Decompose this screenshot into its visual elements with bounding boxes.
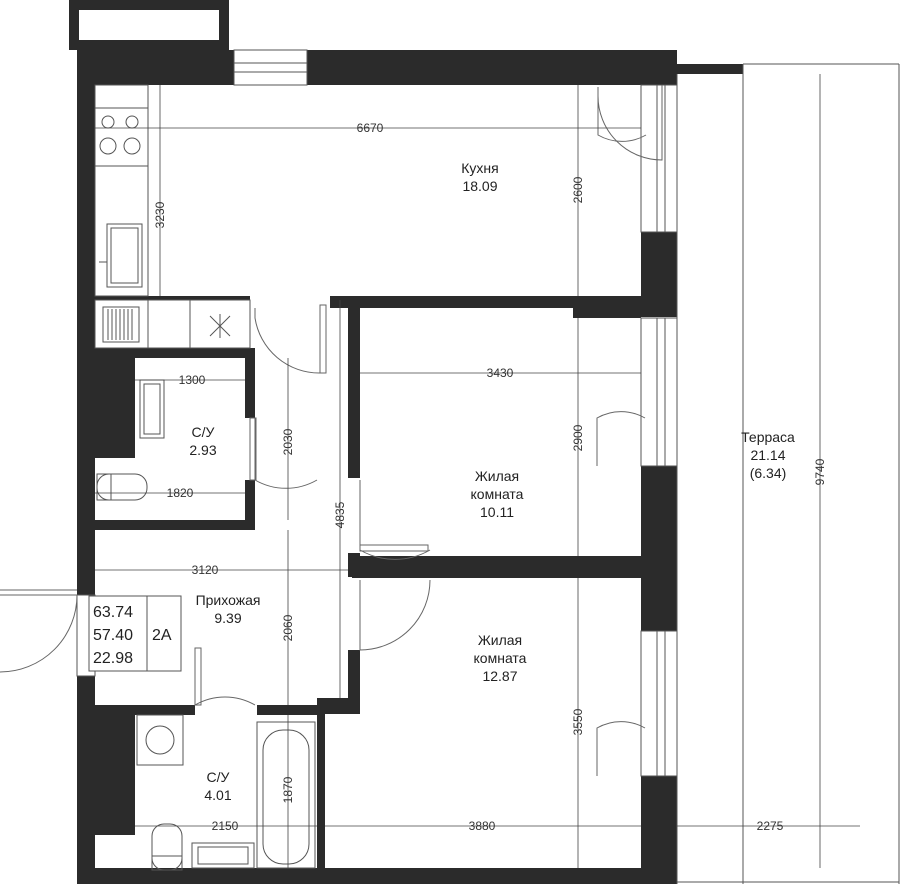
stove-burner-icon [125,115,139,129]
summary-apartment-type: 2А [152,627,172,644]
toilet-icon [151,823,183,871]
living1-name-line2: комната [471,486,524,502]
living2-name-line1: Жилая [478,632,522,648]
stove-burner-icon [123,137,141,155]
wc1-area: 2.93 [189,442,216,458]
dimension-labels: 6670 3230 2600 3430 2900 1300 1820 2030 … [153,121,827,833]
wc1-name: С/У [192,424,215,440]
dim-living2-height: 3550 [571,708,585,735]
dim-living1-height: 2900 [571,424,585,451]
summary-living-area: 57.40 [93,627,133,644]
walls [69,0,743,884]
dim-corridor-height: 2030 [281,428,295,455]
summary-total-area: 63.74 [93,604,133,621]
dim-wc2-width: 2150 [212,819,239,833]
terrace-area: 21.14 [750,447,785,463]
bathtub-icon [256,721,316,869]
living1-name-line1: Жилая [475,468,519,484]
living2-name-line2: комната [474,650,527,666]
dim-living1-width: 3430 [487,366,514,380]
dim-hall-width: 3120 [192,563,219,577]
dim-hall-height-total: 4835 [333,501,347,528]
stove-burner-icon [101,115,115,129]
living1-area: 10.11 [480,504,514,520]
room-labels: Кухня 18.09 С/У 2.93 Жилая комната 10.11… [189,160,795,803]
dim-terrace-width: 2275 [757,819,784,833]
doors [0,85,663,776]
dim-hall-lower-height: 2060 [281,614,295,641]
toilet-icon [96,473,148,501]
terrace-area-secondary: (6.34) [750,465,787,481]
ventilation-icon [209,314,231,338]
dim-wc1-top-width: 1300 [179,373,206,387]
terrace-outline [676,63,900,884]
dim-wc1-bottom-width: 1820 [167,486,194,500]
wc2-name: С/У [207,769,230,785]
summary-rooms-area: 22.98 [93,650,133,667]
wc2-area: 4.01 [204,787,231,803]
dim-kitchen-width: 6670 [357,121,384,135]
kitchen-sink-icon [106,223,143,288]
terrace-name: Терраса [741,429,795,445]
dim-kitchen-left-height: 3230 [153,201,167,228]
stove-burner-icon [99,137,117,155]
summary-box: 63.74 57.40 22.98 2А [88,595,182,672]
dim-living2-width: 3880 [469,819,496,833]
washbasin-icon [191,842,255,869]
hallway-name: Прихожая [196,592,261,608]
kitchen-fixtures [94,84,251,349]
kitchen-name: Кухня [461,160,498,176]
living2-area: 12.87 [482,668,517,684]
dimension-lines [95,74,860,868]
kitchen-area: 18.09 [462,178,497,194]
washing-machine-icon [136,714,184,766]
hallway-area: 9.39 [214,610,241,626]
dish-rack-icon [102,306,140,343]
dim-wc2-height: 1870 [281,776,295,803]
dim-kitchen-right-height: 2600 [571,176,585,203]
dim-terrace-height: 9740 [813,458,827,485]
wc2-fixtures [136,714,316,871]
